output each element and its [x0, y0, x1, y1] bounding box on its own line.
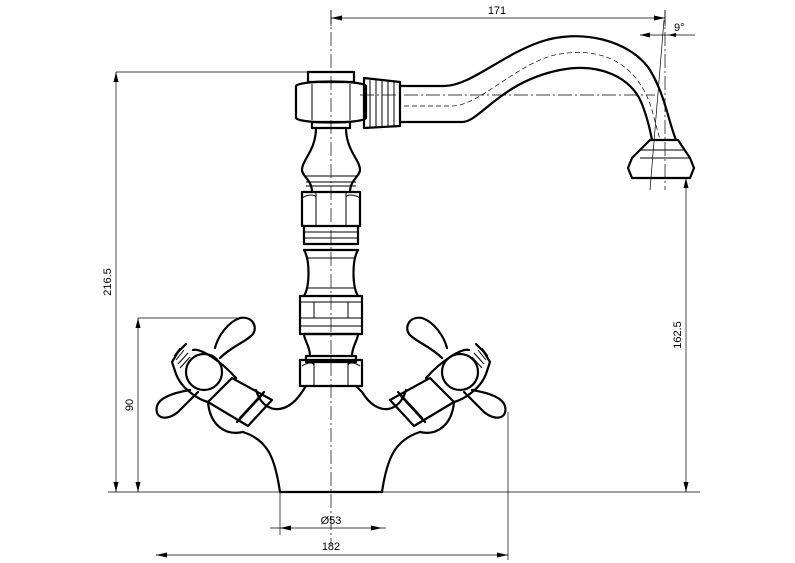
- handle-height-label: 90: [124, 399, 136, 411]
- total-height-label: 216.5: [102, 268, 114, 296]
- dimension-spout-reach: 171: [330, 5, 666, 26]
- spout-outlet-height-label: 162.5: [672, 321, 684, 349]
- dimension-overall-width: 182: [156, 412, 509, 560]
- base-diameter-label: Ø53: [321, 515, 342, 527]
- spout-angle-label: 9°: [674, 22, 685, 34]
- center-lines: [330, 10, 666, 545]
- dimension-total-height: 216.5: [102, 71, 308, 492]
- dimension-spout-angle: 9°: [640, 19, 695, 191]
- spout-reach-label: 171: [488, 5, 506, 17]
- spout: [362, 35, 696, 180]
- right-handle: [388, 316, 507, 434]
- dimension-base-diameter: Ø53: [270, 492, 386, 535]
- dimension-handle-height: 90: [124, 317, 240, 492]
- left-handle: [155, 316, 274, 434]
- overall-width-label: 182: [322, 541, 340, 553]
- dimension-spout-outlet-height: 162.5: [672, 178, 689, 492]
- central-column: [294, 70, 368, 388]
